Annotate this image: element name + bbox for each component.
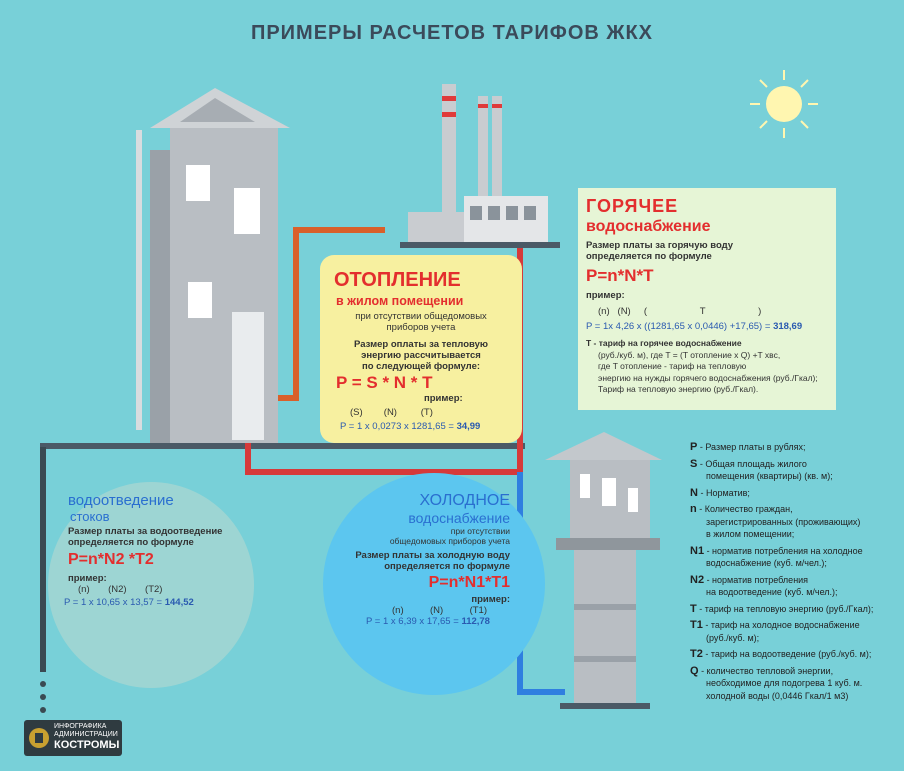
drainage-result: 144,52 <box>164 597 194 608</box>
legend-item: T1 - тариф на холодное водоснабжение(руб… <box>690 619 860 643</box>
drop-icon <box>40 707 46 713</box>
legend-item: N - Норматив; <box>690 486 750 499</box>
legend-item: n - Количество граждан,зарегистрированны… <box>690 503 861 539</box>
hot-water-desc-line2: определяется по формуле <box>586 251 712 262</box>
heating-desc-line3: по следующей формуле: <box>361 361 481 372</box>
hot-water-vars: (n) (N) ( T ) <box>598 306 762 317</box>
cold-water-desc-line2: определяется по формуле <box>384 561 510 572</box>
legend-item: T - тариф на тепловую энергию (руб./Гкал… <box>690 602 874 615</box>
legend-item: Q - количество тепловой энергии,необходи… <box>690 664 863 701</box>
cold-water-note-line2: общедомовых приборов учета <box>389 536 510 546</box>
page-title: ПРИМЕРЫ РАСЧЕТОВ ТАРИФОВ ЖКХ <box>250 22 654 44</box>
cold-water-circle <box>323 473 545 695</box>
drainage-desc-line1: Размер платы за водоотведение <box>68 526 223 537</box>
cold-water-calc: P = 1 x 6,39 x 17,65 = <box>366 616 459 627</box>
logo-emblem-icon <box>29 728 49 748</box>
apartment-building-icon <box>136 88 290 443</box>
legend-item: P - Размер платы в рублях; <box>690 441 806 453</box>
hot-water-title-line2: водоснабжение <box>586 218 711 235</box>
heating-card: ОТОПЛЕНИЕ в жилом помещении при отсутств… <box>320 255 522 443</box>
heating-result: 34,99 <box>456 421 481 432</box>
hot-water-t-desc-line2: (руб./куб. м), где T = (T отопление x Q)… <box>598 349 781 360</box>
heating-formula: P = S * N * T <box>336 373 433 392</box>
hot-water-example-label: пример: <box>586 290 625 301</box>
drainage-example-label: пример: <box>68 573 107 584</box>
heating-calc: P = 1 x 0,0273 x 1281,65 = <box>340 421 454 432</box>
hot-water-card: ГОРЯЧЕЕ водоснабжение Размер платы за го… <box>578 188 836 410</box>
ground-line <box>40 443 525 449</box>
drop-icon <box>40 681 46 687</box>
hot-water-result: 318,69 <box>773 321 803 332</box>
drainage-circle <box>48 482 254 688</box>
sun-icon <box>738 62 838 157</box>
heating-note-line1: при отсутствии общедомовых <box>355 311 487 322</box>
heating-pipe <box>278 227 385 401</box>
hot-water-calc: P = 1x 4,26 x ((1281,65 x 0,0446) +17,65… <box>586 321 771 332</box>
logo-line2: АДМИНИСТРАЦИИ <box>54 731 118 738</box>
legend-item: T2 - тариф на водоотведение (руб./куб. м… <box>690 648 872 660</box>
drainage-vars: (n) (N2) (T2) <box>78 584 163 595</box>
heating-desc-line2: энергию рассчитывается <box>361 350 481 361</box>
drainage-title-line1: водоотведение <box>68 492 174 509</box>
logo-line1: ИНФОГРАФИКА <box>54 723 107 730</box>
logo: ИНФОГРАФИКА АДМИНИСТРАЦИИ КОСТРОМЫ <box>24 720 122 756</box>
hot-water-desc-line1: Размер платы за горячую воду <box>586 240 734 251</box>
cold-water-vars: (n) (N) (T1) <box>392 605 487 616</box>
water-tower-icon <box>545 432 662 709</box>
hot-water-t-desc-line4: энергию на нужды горячего водоснабжения … <box>598 372 818 383</box>
heating-desc-line1: Размер оплаты за тепловую <box>353 339 489 350</box>
drainage-formula: P=n*N2 *T2 <box>68 551 154 568</box>
drain-pipe <box>40 447 46 672</box>
hot-water-t-desc-line5: Тариф на тепловую энергию (руб./Гкал). <box>598 384 759 394</box>
hot-water-t-desc-line3: где T отопление - тариф на тепловую <box>598 361 747 371</box>
cold-water-result: 112,78 <box>461 616 490 627</box>
heating-subtitle: в жилом помещении <box>336 294 464 308</box>
boiler-plant-icon <box>400 84 560 248</box>
drainage-calc: P = 1 x 10,65 x 13,57 = <box>64 597 163 608</box>
hot-water-t-desc-line1: T - тариф на горячее водоснабжение <box>586 338 742 348</box>
cold-water-note-line1: при отсутствии <box>450 526 510 536</box>
cold-water-desc-line1: Размер платы за холодную воду <box>355 550 510 561</box>
drainage-block: водоотведение стоков Размер платы за вод… <box>64 492 268 608</box>
heating-title: ОТОПЛЕНИЕ <box>334 269 461 291</box>
cold-water-title-line2: водоснабжение <box>408 510 510 526</box>
legend: P - Размер платы в рублях; S - Общая пло… <box>690 441 890 706</box>
cold-water-example-label: пример: <box>471 594 510 605</box>
heating-example-label: пример: <box>424 393 463 404</box>
cold-water-block: ХОЛОДНОЕ водоснабжение при отсутствии об… <box>330 492 510 627</box>
cold-water-formula: P=n*N1*T1 <box>428 574 510 591</box>
hot-water-title-line1: ГОРЯЧЕЕ <box>586 196 679 216</box>
drainage-desc-line2: определяется по формуле <box>68 537 194 548</box>
drainage-title-line2: стоков <box>70 509 110 524</box>
drop-icon <box>40 694 46 700</box>
logo-line3: КОСТРОМЫ <box>54 739 120 751</box>
heating-note-line2: приборов учета <box>386 322 456 333</box>
hot-water-formula: P=n*N*T <box>586 266 654 285</box>
heating-vars: (S) (N) (T) <box>350 407 433 418</box>
cold-water-title-line1: ХОЛОДНОЕ <box>419 492 510 509</box>
